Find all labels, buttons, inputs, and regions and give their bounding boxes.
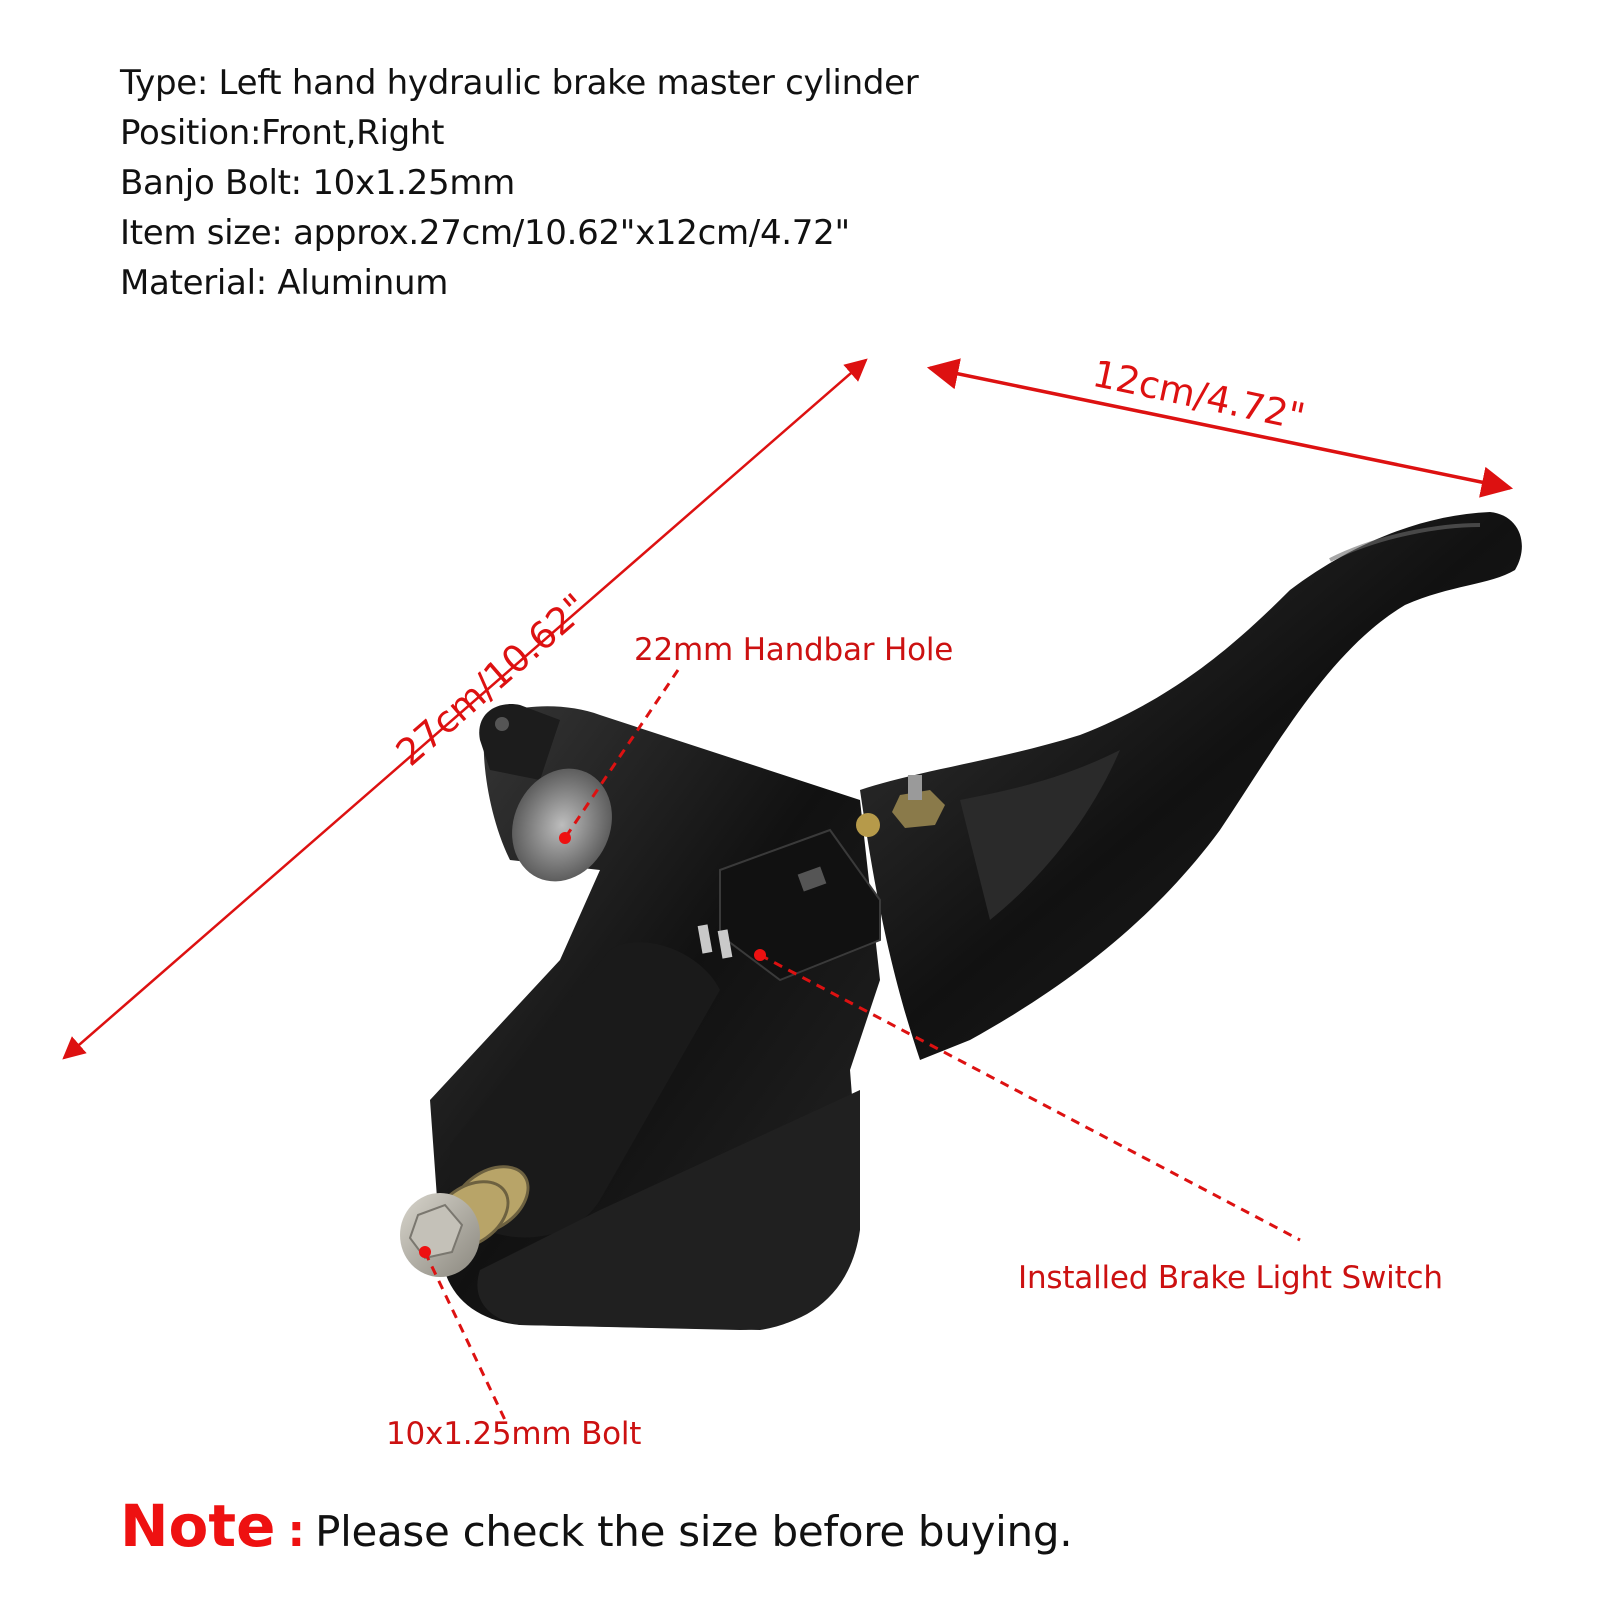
spec-list: Type: Left hand hydraulic brake master c…	[120, 58, 919, 308]
callout-line-switch	[754, 949, 1301, 1242]
spec-type: Type: Left hand hydraulic brake master c…	[120, 63, 919, 103]
dimension-arrow-width	[926, 358, 1514, 498]
note-label: Note	[120, 1492, 276, 1560]
spec-material: Material: Aluminum	[120, 263, 449, 303]
spec-position: Position:Front,Right	[120, 113, 445, 153]
spec-item-size: Item size: approx.27cm/10.62"x12cm/4.72"	[120, 213, 850, 253]
banjo-bolt	[400, 1165, 530, 1277]
dimension-arrow-length	[62, 358, 868, 1060]
callout-brake-light-switch: Installed Brake Light Switch	[1018, 1260, 1443, 1296]
note-text: Please check the size before buying.	[315, 1507, 1073, 1556]
spec-banjo-bolt: Banjo Bolt: 10x1.25mm	[120, 163, 515, 203]
callout-handlebar-hole: 22mm Handbar Hole	[634, 632, 954, 668]
brake-lever	[860, 512, 1522, 1060]
callout-bolt: 10x1.25mm Bolt	[386, 1416, 642, 1452]
note-banner: Note:Please check the size before buying…	[120, 1492, 1073, 1560]
callout-line-bolt	[419, 1246, 507, 1421]
master-cylinder-body	[430, 704, 945, 1330]
callout-line-handlebar	[559, 669, 680, 844]
note-separator: :	[287, 1506, 306, 1557]
